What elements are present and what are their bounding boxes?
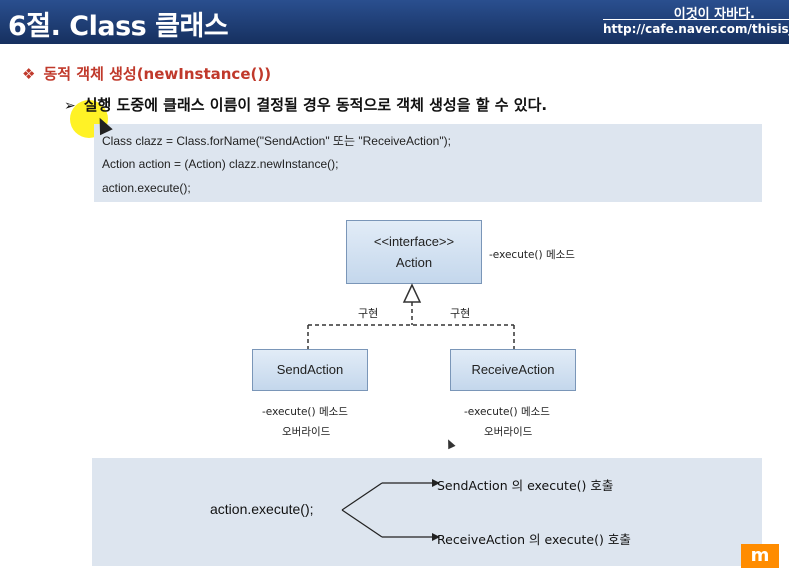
send-action-box: SendAction (252, 349, 368, 391)
impl-label-right: 구현 (450, 307, 471, 320)
branch-up (341, 482, 383, 511)
cafe-url: http://cafe.naver.com/thisisja (603, 22, 789, 36)
dispatch-arrows (341, 479, 440, 541)
bullet-level2-text: 실행 도중에 클래스 이름이 결정될 경우 동적으로 객체 생성을 할 수 있다… (83, 96, 548, 114)
code-line-1: Class clazz = Class.forName("SendAction"… (102, 134, 451, 148)
receive-action-name: ReceiveAction (471, 362, 555, 377)
call-receive-text: ReceiveAction 의 execute() 호출 (437, 532, 631, 547)
call-dispatch-box: action.execute(); SendAction 의 execute()… (92, 458, 762, 566)
arrow-up-head-icon (432, 479, 440, 487)
send-note-2: 오버라이드 (282, 426, 331, 438)
interface-stereotype: <<interface>> (373, 234, 455, 249)
impl-label-left: 구현 (358, 307, 379, 320)
header-divider (603, 19, 789, 20)
interface-note: -execute() 메소드 (489, 249, 575, 261)
diamond-bullet-icon: ❖ (22, 65, 36, 83)
code-line-2: Action action = (Action) clazz.newInstan… (102, 157, 339, 171)
bullet-level1-text: 동적 객체 생성(newInstance()) (43, 65, 272, 83)
slide-header: 6절. Class 클래스 이것이 자바다. http://cafe.naver… (0, 0, 789, 44)
interface-name: Action (395, 255, 433, 270)
code-block: Class clazz = Class.forName("SendAction"… (94, 124, 762, 202)
send-note-1: -execute() 메소드 (262, 406, 348, 418)
receive-note-2: 오버라이드 (484, 426, 533, 438)
brand-text: 이것이 자바다. (673, 7, 755, 22)
arrow-bullet-icon: ➢ (64, 98, 76, 114)
arrow-down-head-icon (432, 533, 440, 541)
bullet-level2: ➢ 실행 도중에 클래스 이름이 결정될 경우 동적으로 객체 생성을 할 수 있… (64, 94, 547, 115)
corner-logo: m (741, 544, 779, 568)
inheritance-arrow-icon (402, 283, 422, 303)
receive-action-box: ReceiveAction (450, 349, 576, 391)
bullet-level1: ❖ 동적 객체 생성(newInstance()) (22, 63, 271, 84)
send-action-name: SendAction (276, 362, 344, 377)
slide-title: 6절. Class 클래스 (8, 11, 229, 42)
code-line-3: action.execute(); (102, 181, 191, 195)
call-main-text: action.execute(); (210, 501, 314, 517)
branch-down (341, 509, 383, 538)
interface-action-box: <<interface>> Action (346, 220, 482, 284)
receive-note-1: -execute() 메소드 (464, 406, 550, 418)
call-send-text: SendAction 의 execute() 호출 (437, 478, 614, 493)
